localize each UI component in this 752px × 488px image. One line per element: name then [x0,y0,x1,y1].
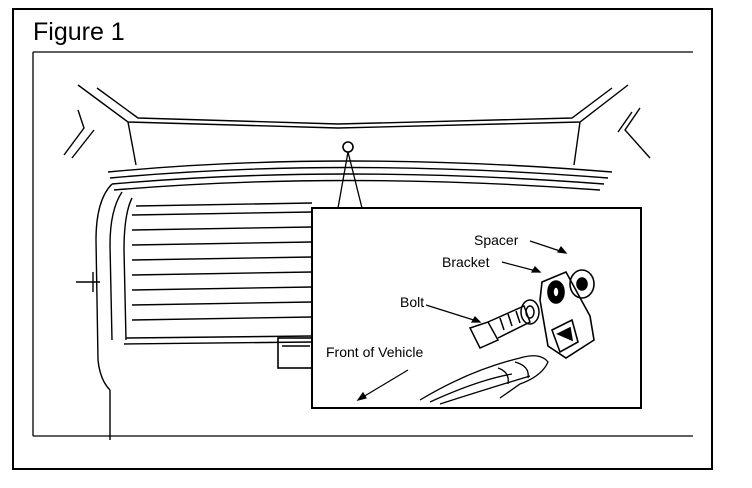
label-bolt: Bolt [400,294,424,310]
figure-title: Figure 1 [33,18,125,46]
hand-icon [419,355,549,405]
label-front-of-vehicle: Front of Vehicle [326,344,423,360]
mount-point-marker [342,141,354,153]
label-bracket: Bracket [442,254,490,270]
vehicle-body-lines [63,84,651,440]
label-spacer: Spacer [474,232,519,248]
callout-leaders [356,240,568,401]
bolt-icon [468,299,540,349]
mount-leader [337,151,363,209]
spacer-icon [569,269,595,299]
